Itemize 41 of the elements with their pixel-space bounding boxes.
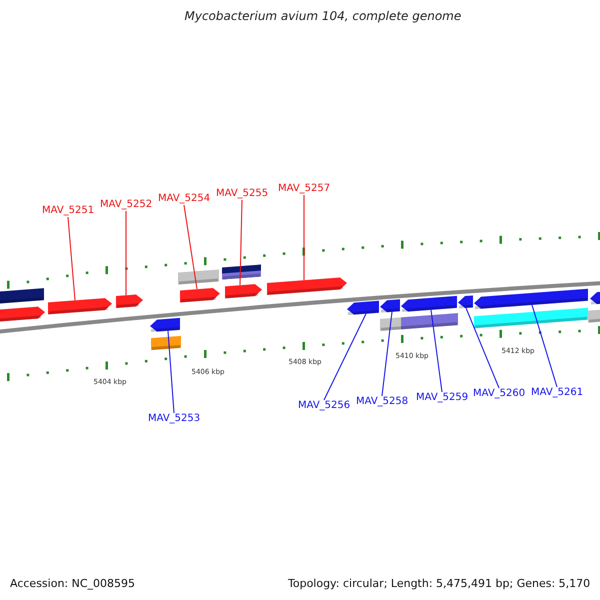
- gene-block: [116, 294, 143, 308]
- gene-bar: [178, 269, 219, 285]
- leader-line: [168, 330, 174, 414]
- gene-bar: [0, 288, 44, 304]
- gene-label: MAV_5257: [278, 184, 330, 194]
- title: Mycobacterium avium 104, complete genome: [184, 10, 462, 22]
- gene-bar: [588, 309, 600, 323]
- gene-block: [347, 300, 379, 316]
- gene-block: [48, 298, 112, 314]
- genome-info-text: Topology: circular; Length: 5,475,491 bp; Genes: 5,170: [288, 578, 590, 589]
- gene-label: MAV_5253: [148, 414, 200, 424]
- gene-label: MAV_5255: [216, 189, 268, 199]
- leader-line: [466, 307, 500, 388]
- gene-bar: [222, 264, 261, 280]
- leader-line: [68, 216, 76, 301]
- gene-bar: [151, 336, 181, 350]
- gene-block: [267, 278, 347, 295]
- gene-label: MAV_5259: [416, 393, 468, 403]
- leader-line: [324, 313, 366, 400]
- leader-line: [184, 204, 198, 290]
- gene-label: MAV_5251: [42, 206, 94, 216]
- gene-label: MAV_5258: [356, 397, 408, 407]
- gene-block: [225, 284, 262, 298]
- gene-block: [380, 299, 400, 313]
- gene-label: MAV_5256: [298, 401, 350, 411]
- gene-block: [458, 295, 473, 308]
- gene-bar: [380, 313, 458, 331]
- gene-bar: [474, 308, 588, 328]
- gene-label: MAV_5254: [158, 194, 210, 204]
- gene-label: MAV_5260: [473, 389, 526, 399]
- gene-block: [0, 306, 45, 322]
- gene-block: [150, 318, 180, 332]
- leader-line: [532, 304, 558, 388]
- gene-block: [590, 291, 600, 305]
- gene-block: [180, 288, 220, 302]
- leader-line: [382, 311, 392, 396]
- leader-line: [430, 309, 442, 392]
- gene-label: MAV_5261: [531, 388, 584, 398]
- gene-label: MAV_5252: [100, 200, 152, 210]
- leader-line: [240, 200, 242, 286]
- accession-text: Accession: NC_008595: [10, 578, 136, 589]
